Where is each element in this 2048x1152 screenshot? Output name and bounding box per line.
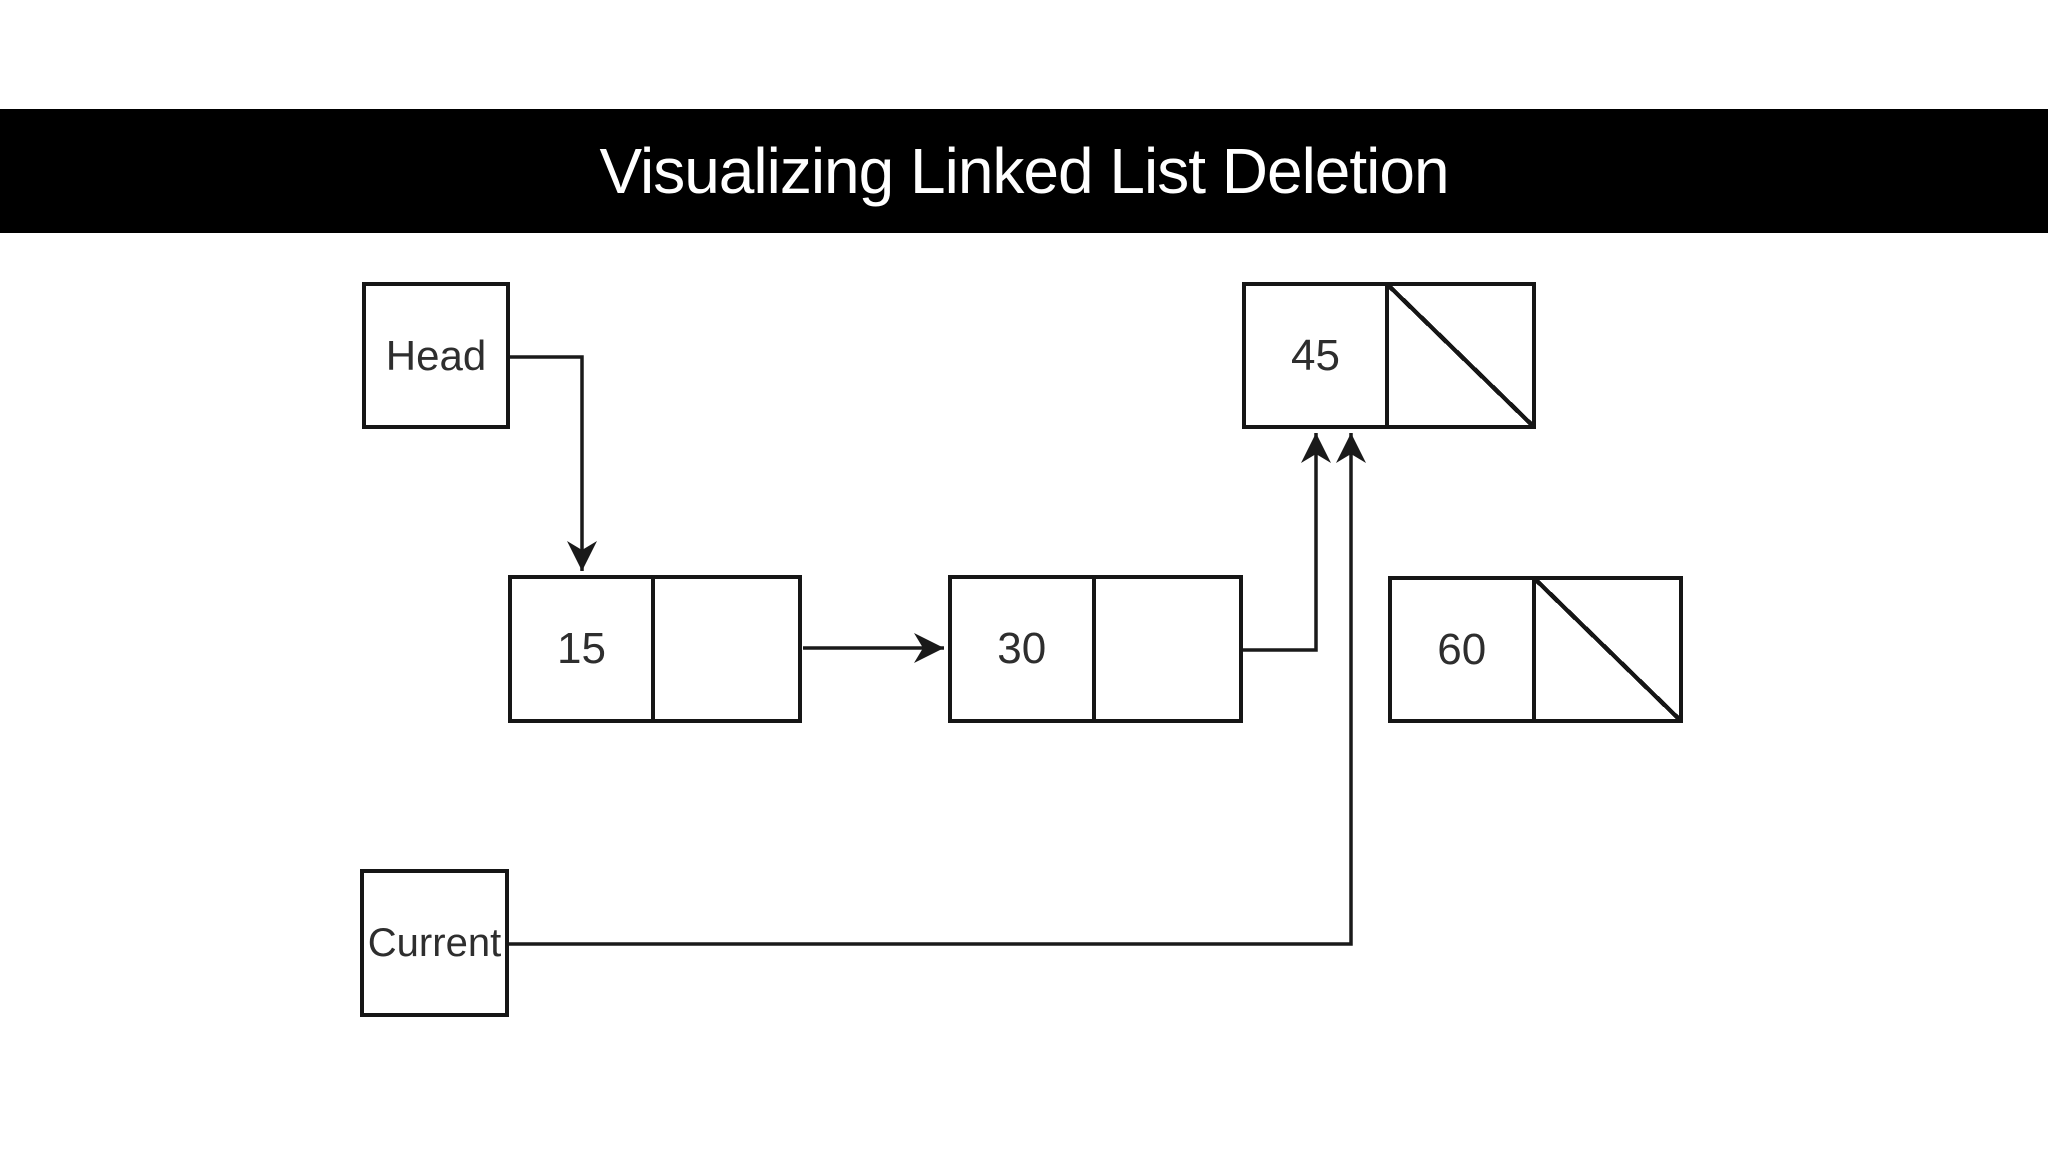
list-node-30: 30 — [948, 575, 1243, 723]
node-value: 30 — [997, 624, 1047, 673]
page-title: Visualizing Linked List Deletion — [599, 135, 1449, 207]
list-node-60: 60 — [1388, 576, 1683, 723]
list-node-15: 15 — [508, 575, 802, 723]
title-banner: Visualizing Linked List Deletion — [0, 109, 2048, 233]
list-node-45: 45 — [1242, 282, 1536, 429]
node-value-cell: 45 — [1246, 286, 1389, 425]
head-pointer-label: Head — [385, 331, 487, 379]
node-value-cell: 30 — [952, 579, 1096, 719]
current-pointer-label: Current — [367, 920, 502, 965]
node-value-cell: 60 — [1392, 580, 1536, 719]
current-pointer-box: Current — [360, 869, 509, 1017]
head-to-node15-arrow — [510, 355, 597, 571]
node-value: 60 — [1437, 624, 1487, 674]
null-pointer-slash — [1389, 286, 1532, 425]
node-value: 15 — [557, 624, 606, 673]
node-next-cell — [1096, 579, 1240, 719]
head-pointer-box: Head — [362, 282, 510, 429]
node-value: 45 — [1291, 330, 1340, 380]
node-value-cell: 15 — [512, 579, 655, 719]
node30-to-node45-arrow — [1243, 433, 1331, 652]
node-next-cell — [655, 579, 798, 719]
null-pointer-slash — [1535, 580, 1679, 719]
